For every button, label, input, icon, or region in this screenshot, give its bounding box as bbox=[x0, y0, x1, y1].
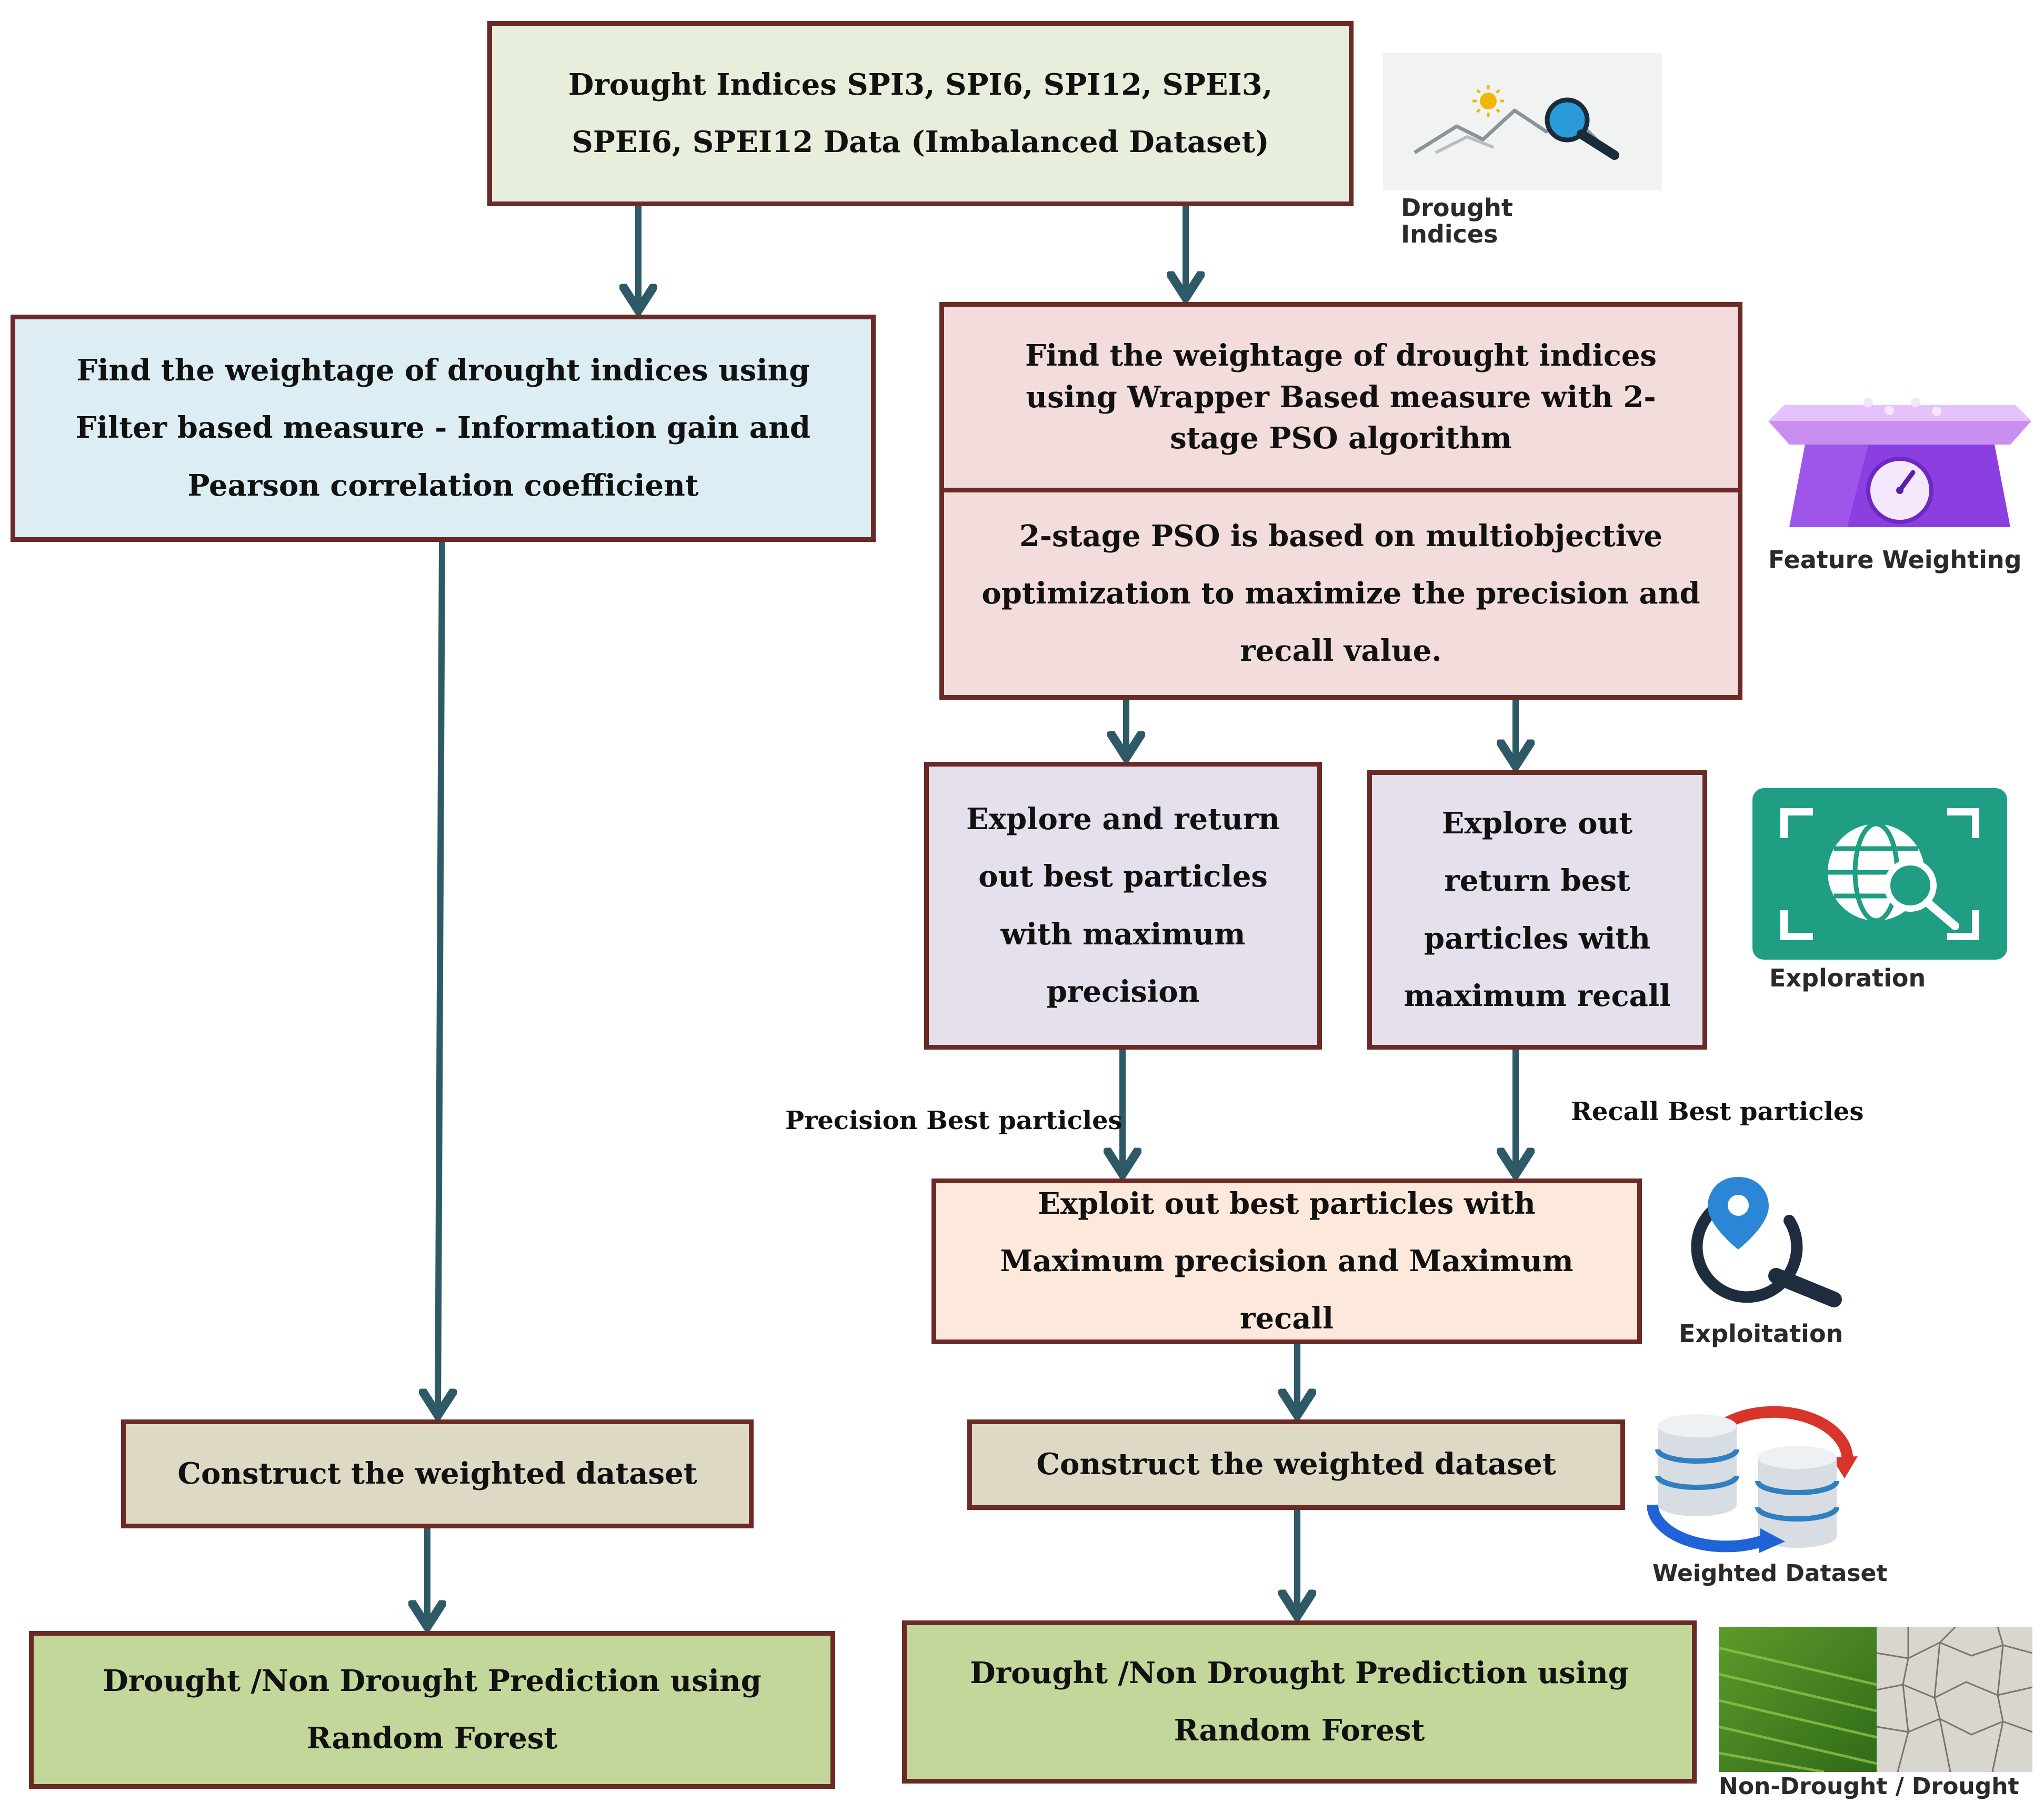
drought-indices-caption-line2: Indices bbox=[1401, 220, 1498, 248]
prediction-right-box: Drought /Non Drought Prediction using Ra… bbox=[902, 1620, 1697, 1784]
precision-edge-label: Precision Best particles bbox=[785, 1106, 1123, 1135]
feature-weighting-caption: Feature Weighting bbox=[1768, 546, 2022, 574]
location-search-icon bbox=[1666, 1171, 1845, 1307]
filter-measure-text: Find the weightage of drought indices us… bbox=[75, 353, 810, 503]
prediction-left-text: Drought /Non Drought Prediction using Ra… bbox=[103, 1663, 762, 1756]
arrow-filter-to-construct-left bbox=[438, 541, 442, 1415]
explore-recall-box: Explore out return best particles with m… bbox=[1367, 770, 1707, 1050]
exploit-box: Exploit out best particles with Maximum … bbox=[931, 1179, 1642, 1344]
wrapper-measure-text: Find the weightage of drought indices us… bbox=[1025, 338, 1657, 456]
recall-edge-label: Recall Best particles bbox=[1571, 1097, 1864, 1126]
globe-search-icon bbox=[1752, 788, 2007, 960]
database-sync-icon bbox=[1647, 1399, 1858, 1557]
input-data-box: Drought Indices SPI3, SPI6, SPI12, SPEI3… bbox=[487, 21, 1354, 206]
weighted-dataset-caption: Weighted Dataset bbox=[1652, 1560, 1888, 1587]
construct-dataset-left-box: Construct the weighted dataset bbox=[121, 1419, 754, 1528]
filter-measure-box: Find the weightage of drought indices us… bbox=[11, 315, 876, 542]
construct-dataset-right-text: Construct the weighted dataset bbox=[1036, 1447, 1556, 1482]
explore-recall-text: Explore out return best particles with m… bbox=[1404, 806, 1671, 1013]
exploitation-caption: Exploitation bbox=[1679, 1320, 1843, 1348]
explore-precision-text: Explore and return out best particles wi… bbox=[966, 802, 1280, 1009]
grass-cracked-earth-icon bbox=[1718, 1626, 2033, 1774]
scale-icon bbox=[1763, 389, 2037, 531]
prediction-right-text: Drought /Non Drought Prediction using Ra… bbox=[970, 1655, 1629, 1748]
exploit-text: Exploit out best particles with Maximum … bbox=[1000, 1186, 1574, 1336]
wrapper-measure-box: Find the weightage of drought indices us… bbox=[939, 302, 1742, 492]
prediction-left-box: Drought /Non Drought Prediction using Ra… bbox=[29, 1631, 835, 1789]
exploration-caption: Exploration bbox=[1769, 964, 1926, 992]
drought-indices-caption-line1: Drought bbox=[1401, 194, 1513, 222]
pso-description-box: 2-stage PSO is based on multiobjective o… bbox=[939, 488, 1742, 700]
drought-indices-icon bbox=[1383, 53, 1662, 190]
pso-description-text: 2-stage PSO is based on multiobjective o… bbox=[981, 518, 1700, 669]
construct-dataset-left-text: Construct the weighted dataset bbox=[177, 1456, 697, 1491]
explore-precision-box: Explore and return out best particles wi… bbox=[924, 762, 1322, 1050]
non-drought-drought-caption: Non-Drought / Drought bbox=[1719, 1773, 2019, 1800]
input-data-text: Drought Indices SPI3, SPI6, SPI12, SPEI3… bbox=[568, 67, 1273, 159]
construct-dataset-right-box: Construct the weighted dataset bbox=[967, 1419, 1625, 1510]
